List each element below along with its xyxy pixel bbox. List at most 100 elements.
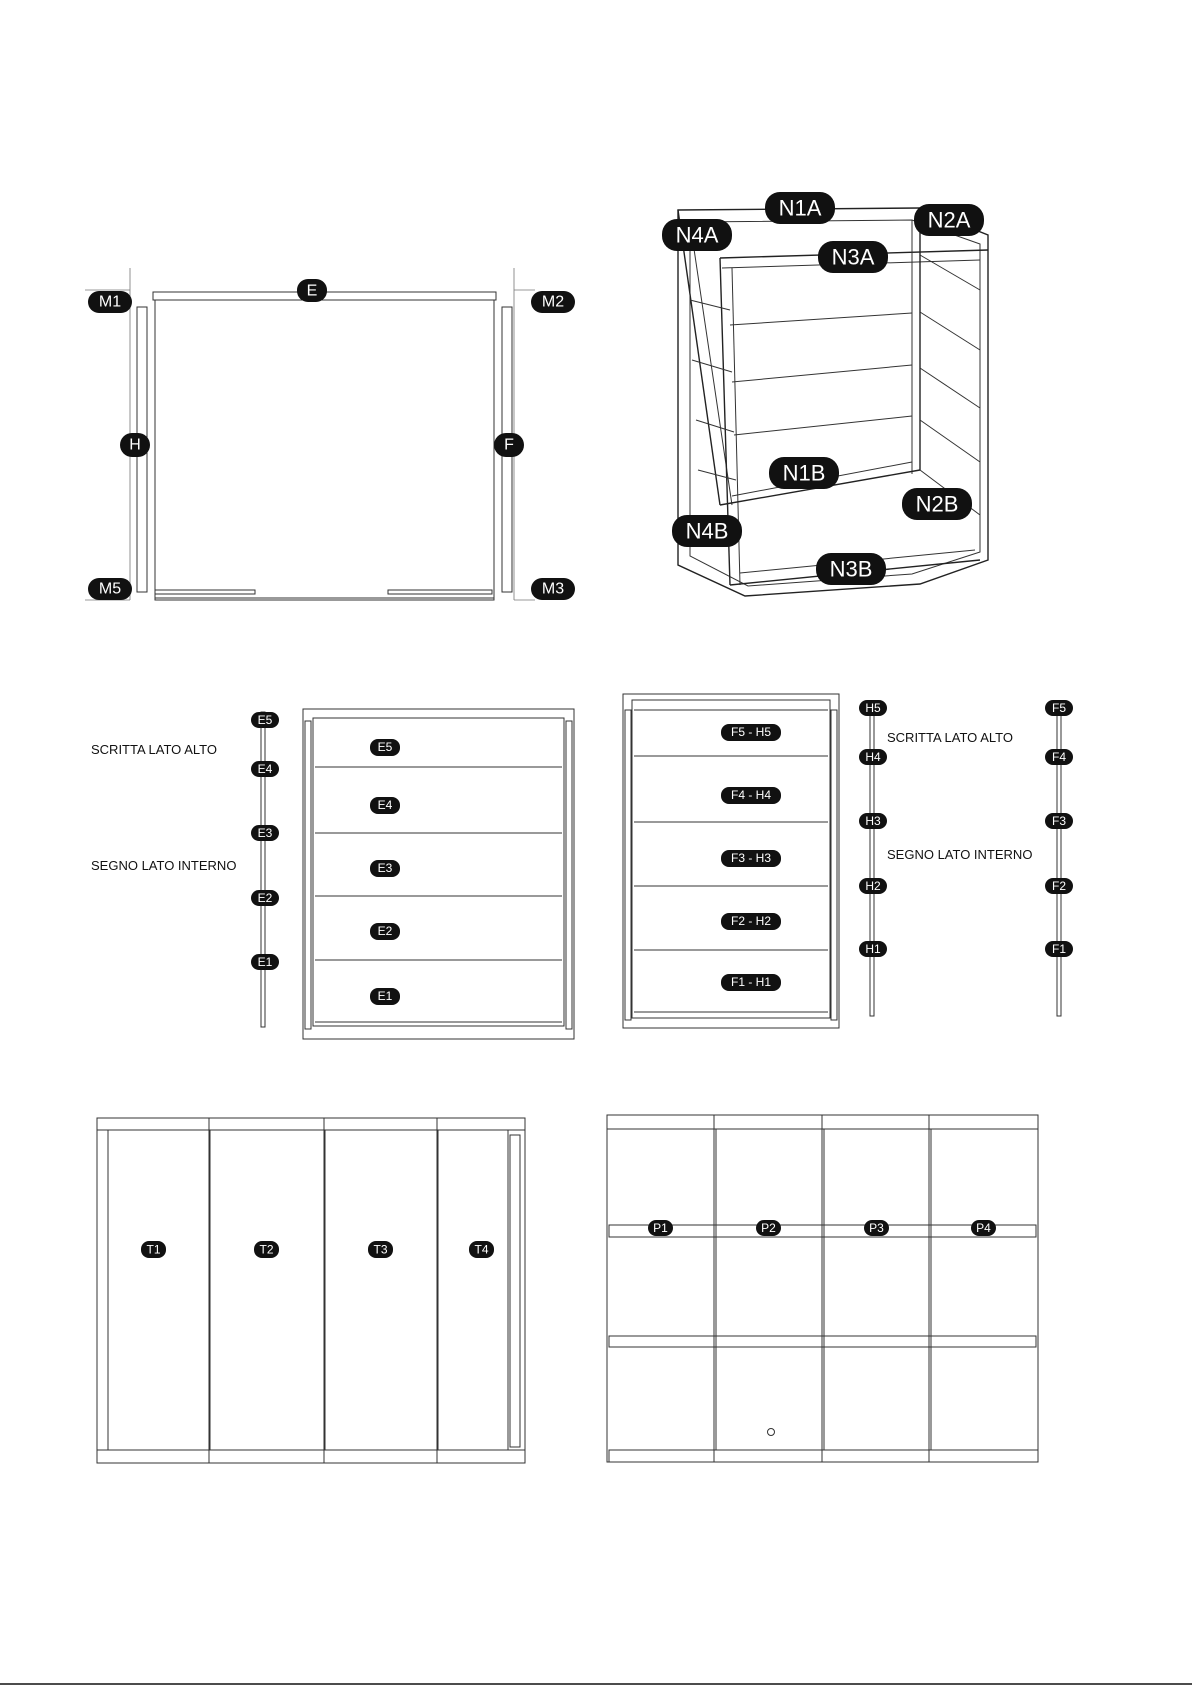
svg-text:H5: H5 xyxy=(865,701,881,715)
panel-label-e3: E3 xyxy=(370,860,400,877)
svg-text:T2: T2 xyxy=(259,1243,273,1257)
svg-text:F1 - H1: F1 - H1 xyxy=(731,975,771,989)
panel-label-e4: E4 xyxy=(370,797,400,814)
figure-back-panels xyxy=(97,1118,525,1463)
note-segno-lato-interno-2: SEGNO LATO INTERNO xyxy=(887,847,1032,862)
svg-text:F2 - H2: F2 - H2 xyxy=(731,914,771,928)
note-scritta-lato-alto: SCRITTA LATO ALTO xyxy=(91,742,217,757)
label-pill-t2: T2 xyxy=(254,1241,279,1258)
rod-label-e5: E5 xyxy=(251,712,279,728)
svg-text:P3: P3 xyxy=(869,1221,884,1235)
note-scritta-lato-alto-2: SCRITTA LATO ALTO xyxy=(887,730,1013,745)
svg-text:E1: E1 xyxy=(378,989,393,1003)
svg-text:P2: P2 xyxy=(761,1221,776,1235)
panel-label-f1-h1: F1 - H1 xyxy=(721,974,781,991)
svg-text:N3B: N3B xyxy=(830,557,873,582)
svg-text:N2B: N2B xyxy=(916,492,959,517)
panel-label-e1: E1 xyxy=(370,988,400,1005)
rod-label-e3: E3 xyxy=(251,825,279,841)
label-pill-p4: P4 xyxy=(971,1220,996,1236)
panel-label-f2-h2: F2 - H2 xyxy=(721,913,781,930)
label-pill-n2b: N2B xyxy=(902,488,972,520)
figure-frame-top-view xyxy=(85,268,535,600)
label-pill-t1: T1 xyxy=(141,1241,166,1258)
panel-label-f3-h3: F3 - H3 xyxy=(721,850,781,867)
svg-text:F5: F5 xyxy=(1052,701,1066,715)
svg-text:E3: E3 xyxy=(258,826,273,840)
svg-text:N4A: N4A xyxy=(676,223,719,248)
svg-text:H2: H2 xyxy=(865,879,881,893)
rod-label-e2: E2 xyxy=(251,890,279,906)
figure4-labels: F5 - H5 F4 - H4 F3 - H3 F2 - H2 F1 - H1 … xyxy=(721,700,1073,991)
note-segno-lato-interno: SEGNO LATO INTERNO xyxy=(91,858,236,873)
rod-label-f2: F2 xyxy=(1045,878,1073,894)
svg-text:N3A: N3A xyxy=(832,245,875,270)
rod-label-h3: H3 xyxy=(859,813,887,829)
svg-text:F: F xyxy=(504,437,514,454)
svg-text:M2: M2 xyxy=(542,294,564,311)
figure-top-panels-grid xyxy=(607,1115,1038,1462)
svg-text:T4: T4 xyxy=(474,1243,488,1257)
rod-label-f3: F3 xyxy=(1045,813,1073,829)
rod-label-h1: H1 xyxy=(859,941,887,957)
rod-label-h4: H4 xyxy=(859,749,887,765)
label-pill-n1b: N1B xyxy=(769,457,839,489)
label-pill-p2: P2 xyxy=(756,1220,781,1236)
figure5-labels: T1 T2 T3 T4 xyxy=(141,1241,494,1258)
svg-text:F3 - H3: F3 - H3 xyxy=(731,851,771,865)
svg-text:H: H xyxy=(129,437,141,454)
svg-text:E5: E5 xyxy=(258,713,273,727)
label-pill-p3: P3 xyxy=(864,1220,889,1236)
label-pill-n3a: N3A xyxy=(818,241,888,273)
svg-text:P4: P4 xyxy=(976,1221,991,1235)
svg-text:T1: T1 xyxy=(146,1243,160,1257)
svg-text:E2: E2 xyxy=(258,891,273,905)
label-pill-f: F xyxy=(494,433,524,457)
svg-text:F5 - H5: F5 - H5 xyxy=(731,725,771,739)
label-pill-m2: M2 xyxy=(531,291,575,313)
svg-text:E3: E3 xyxy=(378,861,393,875)
rod-label-h2: H2 xyxy=(859,878,887,894)
label-pill-n1a: N1A xyxy=(765,192,835,224)
rod-label-f1: F1 xyxy=(1045,941,1073,957)
svg-text:N4B: N4B xyxy=(686,519,729,544)
label-pill-n4a: N4A xyxy=(662,219,732,251)
svg-text:H1: H1 xyxy=(865,942,881,956)
rod-label-f5: F5 xyxy=(1045,700,1073,716)
svg-text:H3: H3 xyxy=(865,814,881,828)
svg-text:F4 - H4: F4 - H4 xyxy=(731,788,771,802)
svg-text:E: E xyxy=(307,283,318,300)
svg-text:N1B: N1B xyxy=(783,461,826,486)
panel-label-f5-h5: F5 - H5 xyxy=(721,724,781,741)
rod-label-e4: E4 xyxy=(251,761,279,777)
svg-text:M3: M3 xyxy=(542,581,564,598)
label-pill-e: E xyxy=(297,279,327,302)
panel-label-f4-h4: F4 - H4 xyxy=(721,787,781,804)
svg-text:E5: E5 xyxy=(378,740,393,754)
panel-label-e2: E2 xyxy=(370,923,400,940)
svg-text:M1: M1 xyxy=(99,294,121,311)
label-pill-t3: T3 xyxy=(368,1241,393,1258)
svg-text:P1: P1 xyxy=(653,1221,668,1235)
svg-text:N1A: N1A xyxy=(779,196,822,221)
svg-text:E4: E4 xyxy=(378,798,393,812)
label-pill-t4: T4 xyxy=(469,1241,494,1258)
svg-text:F4: F4 xyxy=(1052,750,1066,764)
label-pill-h: H xyxy=(120,433,150,457)
label-pill-n3b: N3B xyxy=(816,553,886,585)
panel-label-e5: E5 xyxy=(370,739,400,756)
svg-text:E4: E4 xyxy=(258,762,273,776)
svg-text:H4: H4 xyxy=(865,750,881,764)
figure3-labels: SCRITTA LATO ALTO SEGNO LATO INTERNO E5 … xyxy=(91,712,400,1005)
svg-text:F2: F2 xyxy=(1052,879,1066,893)
label-pill-m5: M5 xyxy=(88,578,132,600)
svg-text:E2: E2 xyxy=(378,924,393,938)
rod-label-e1: E1 xyxy=(251,954,279,970)
label-pill-p1: P1 xyxy=(648,1220,673,1236)
label-pill-m1: M1 xyxy=(88,291,132,313)
svg-text:F1: F1 xyxy=(1052,942,1066,956)
label-pill-n2a: N2A xyxy=(914,204,984,236)
label-pill-m3: M3 xyxy=(531,578,575,600)
svg-text:T3: T3 xyxy=(373,1243,387,1257)
